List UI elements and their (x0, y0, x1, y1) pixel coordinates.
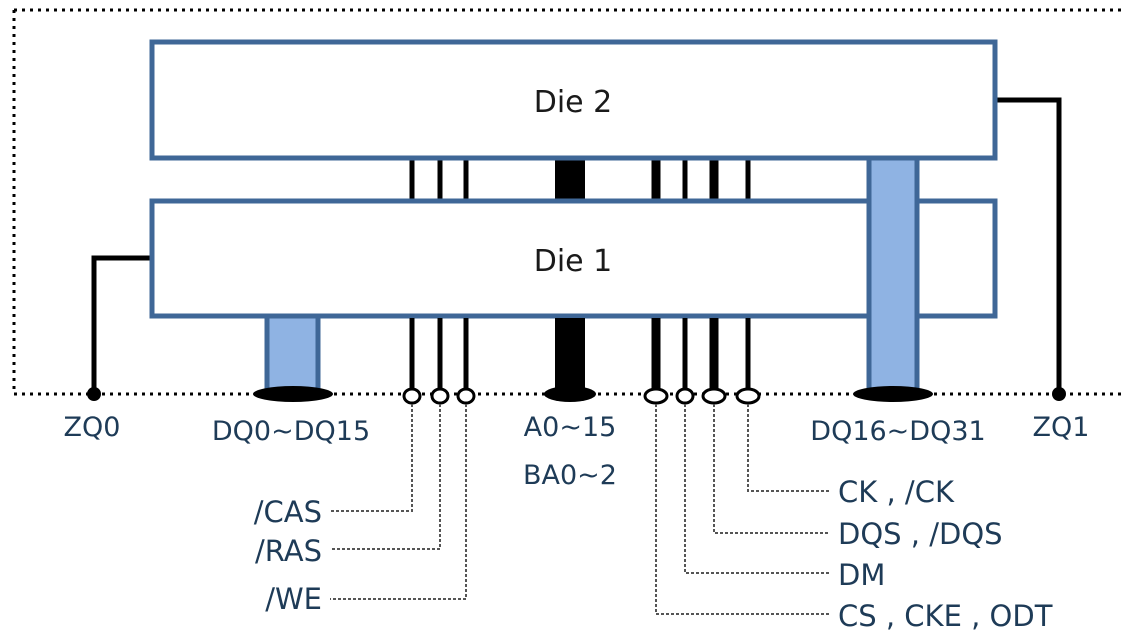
ball-ck (735, 387, 761, 405)
ball-zq0 (87, 387, 101, 401)
signal-leader-lines (330, 404, 830, 615)
ball-dq-high (853, 386, 933, 402)
zq1-wire (995, 97, 1062, 394)
leader-we (330, 404, 467, 600)
die-2: Die 2 (149, 39, 998, 161)
leader-ras (330, 404, 441, 550)
dq-high-bus (866, 155, 920, 397)
label-dq-high: DQ16~DQ31 (810, 416, 985, 447)
label-cas: /CAS (254, 495, 322, 529)
label-ck: CK , /CK (838, 475, 955, 509)
zq0-wire (91, 255, 152, 394)
label-zq1: ZQ1 (1033, 412, 1090, 443)
leader-dqs (713, 404, 830, 534)
ball-dq-low (253, 386, 333, 402)
leader-cs (655, 404, 830, 615)
label-dq-low: DQ0~DQ15 (212, 416, 370, 447)
label-dm: DM (838, 558, 885, 592)
pin-labels: ZQ0 DQ0~DQ15 A0~15 BA0~2 DQ16~DQ31 ZQ1 (64, 412, 1090, 491)
die-1: Die 1 (149, 198, 998, 319)
ball-cas (402, 387, 422, 405)
ball-dqs (701, 387, 727, 405)
leader-dm (684, 404, 830, 574)
ball-cs (643, 387, 669, 405)
ball-we (456, 387, 476, 405)
label-zq0: ZQ0 (64, 412, 121, 443)
label-addr-ba: BA0~2 (523, 460, 617, 491)
die-2-label: Die 2 (534, 85, 613, 120)
inter-die-signal-lines (409, 160, 751, 200)
label-dqs: DQS , /DQS (838, 517, 1003, 551)
lower-signal-lines (409, 318, 751, 392)
leader-ck (747, 404, 830, 492)
package-outline (12, 8, 1125, 396)
dq-low-bus (264, 313, 321, 397)
signal-labels-right: CK , /CK DQS , /DQS DM CS , CKE , ODT (838, 475, 1053, 633)
label-cs: CS , CKE , ODT (838, 599, 1053, 633)
label-we: /WE (265, 582, 322, 616)
ball-zq1 (1052, 387, 1066, 401)
die-1-label: Die 1 (534, 244, 613, 279)
label-ras: /RAS (255, 534, 322, 568)
ball-addr (544, 386, 596, 402)
leader-cas (330, 404, 413, 512)
signal-labels-left: /CAS /RAS /WE (254, 495, 322, 616)
label-addr-a: A0~15 (524, 412, 617, 443)
solder-balls (87, 386, 1066, 405)
ball-dm (675, 387, 695, 405)
ball-ras (430, 387, 450, 405)
